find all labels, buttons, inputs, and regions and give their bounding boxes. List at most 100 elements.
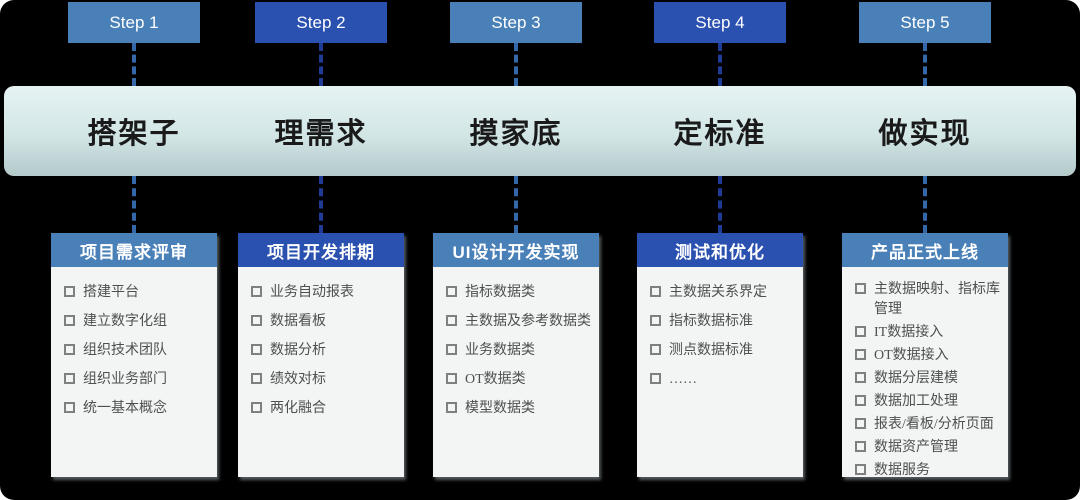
connector-line xyxy=(132,176,136,233)
card-item: 数据资产管理 xyxy=(855,438,1002,458)
phase-bar xyxy=(4,86,1076,176)
step-badge-2: Step 2 xyxy=(255,2,387,43)
square-bullet-icon xyxy=(251,344,262,355)
phase-text: 摸家底 xyxy=(469,118,563,150)
square-bullet-icon xyxy=(251,286,262,297)
square-bullet-icon xyxy=(650,344,661,355)
card-item: 建立数字化组 xyxy=(64,312,211,331)
square-bullet-icon xyxy=(855,441,866,452)
card-item-list: 指标数据类 主数据及参考数据类 业务数据类 OT数据类 模型数据类 xyxy=(433,267,599,418)
task-card-3: UI设计开发实现 指标数据类 主数据及参考数据类 业务数据类 OT数据类 模型数… xyxy=(433,233,599,477)
card-item: 绩效对标 xyxy=(251,370,398,389)
card-item: 主数据映射、指标库管理 xyxy=(855,280,1002,320)
card-item: OT数据接入 xyxy=(855,346,1002,366)
card-title: 项目需求评审 xyxy=(51,233,217,267)
card-item: 数据分析 xyxy=(251,341,398,360)
card-item-list: 业务自动报表 数据看板 数据分析 绩效对标 两化融合 xyxy=(238,267,404,418)
square-bullet-icon xyxy=(64,373,75,384)
card-item: 业务自动报表 xyxy=(251,283,398,302)
step-badge-4: Step 4 xyxy=(654,2,786,43)
square-bullet-icon xyxy=(446,315,457,326)
square-bullet-icon xyxy=(64,344,75,355)
task-card-1: 项目需求评审 搭建平台 建立数字化组 组织技术团队 组织业务部门 统一基本概念 xyxy=(51,233,217,477)
square-bullet-icon xyxy=(855,395,866,406)
card-title: 测试和优化 xyxy=(637,233,803,267)
connector-line xyxy=(514,176,518,233)
square-bullet-icon xyxy=(446,402,457,413)
square-bullet-icon xyxy=(855,326,866,337)
connector-line xyxy=(514,43,518,86)
step-label: Step 2 xyxy=(296,12,346,32)
step-column-4: Step 4 定标准 测试和优化 主数据关系界定 指标数据标准 测点数据标准 …… xyxy=(637,0,803,500)
phase-text: 做实现 xyxy=(878,118,972,150)
square-bullet-icon xyxy=(446,373,457,384)
card-item: 两化融合 xyxy=(251,399,398,418)
square-bullet-icon xyxy=(855,372,866,383)
card-item: 主数据及参考数据类 xyxy=(446,312,593,331)
square-bullet-icon xyxy=(446,344,457,355)
phase-label: 摸家底 xyxy=(433,86,599,176)
square-bullet-icon xyxy=(64,315,75,326)
card-item: 数据加工处理 xyxy=(855,392,1002,412)
square-bullet-icon xyxy=(650,315,661,326)
phase-label: 搭架子 xyxy=(51,86,217,176)
step-column-2: Step 2 理需求 项目开发排期 业务自动报表 数据看板 数据分析 绩效对标 … xyxy=(238,0,404,500)
connector-line xyxy=(718,43,722,86)
card-item: 数据看板 xyxy=(251,312,398,331)
square-bullet-icon xyxy=(855,349,866,360)
connector-line xyxy=(132,43,136,86)
step-column-1: Step 1 搭架子 项目需求评审 搭建平台 建立数字化组 组织技术团队 组织业… xyxy=(51,0,217,500)
card-item-list: 搭建平台 建立数字化组 组织技术团队 组织业务部门 统一基本概念 xyxy=(51,267,217,418)
card-item: 数据分层建模 xyxy=(855,369,1002,389)
square-bullet-icon xyxy=(251,315,262,326)
card-item: 数据服务 xyxy=(855,461,1002,481)
card-item-list: 主数据关系界定 指标数据标准 测点数据标准 …… xyxy=(637,267,803,389)
square-bullet-icon xyxy=(855,283,866,294)
task-card-4: 测试和优化 主数据关系界定 指标数据标准 测点数据标准 …… xyxy=(637,233,803,477)
card-item: 主数据关系界定 xyxy=(650,283,797,302)
card-item: 模型数据类 xyxy=(446,399,593,418)
square-bullet-icon xyxy=(64,286,75,297)
step-badge-5: Step 5 xyxy=(859,2,991,43)
task-card-2: 项目开发排期 业务自动报表 数据看板 数据分析 绩效对标 两化融合 xyxy=(238,233,404,477)
square-bullet-icon xyxy=(855,418,866,429)
step-label: Step 5 xyxy=(900,12,950,32)
square-bullet-icon xyxy=(251,402,262,413)
card-item: OT数据类 xyxy=(446,370,593,389)
phase-label: 定标准 xyxy=(637,86,803,176)
square-bullet-icon xyxy=(855,464,866,475)
task-card-5: 产品正式上线 主数据映射、指标库管理 IT数据接入 OT数据接入 数据分层建模 … xyxy=(842,233,1008,478)
connector-line xyxy=(319,43,323,86)
card-item-list: 主数据映射、指标库管理 IT数据接入 OT数据接入 数据分层建模 数据加工处理 … xyxy=(842,267,1008,481)
card-item: 业务数据类 xyxy=(446,341,593,360)
phase-text: 理需求 xyxy=(274,118,368,150)
connector-line xyxy=(319,176,323,233)
step-badge-1: Step 1 xyxy=(68,2,200,43)
card-title: 产品正式上线 xyxy=(842,233,1008,267)
card-item: 报表/看板/分析页面 xyxy=(855,415,1002,435)
connector-line xyxy=(923,176,927,233)
connector-line xyxy=(923,43,927,86)
square-bullet-icon xyxy=(650,373,661,384)
card-item: 组织业务部门 xyxy=(64,370,211,389)
card-item: 指标数据标准 xyxy=(650,312,797,331)
phase-text: 搭架子 xyxy=(87,118,181,150)
card-item: 统一基本概念 xyxy=(64,399,211,418)
card-title: UI设计开发实现 xyxy=(433,233,599,267)
card-item: 搭建平台 xyxy=(64,283,211,302)
step-label: Step 1 xyxy=(109,12,159,32)
step-column-3: Step 3 摸家底 UI设计开发实现 指标数据类 主数据及参考数据类 业务数据… xyxy=(433,0,599,500)
card-item: 指标数据类 xyxy=(446,283,593,302)
step-label: Step 4 xyxy=(695,12,745,32)
step-label: Step 3 xyxy=(491,12,541,32)
square-bullet-icon xyxy=(650,286,661,297)
square-bullet-icon xyxy=(64,402,75,413)
phase-text: 定标准 xyxy=(673,118,767,150)
square-bullet-icon xyxy=(446,286,457,297)
phase-label: 理需求 xyxy=(238,86,404,176)
card-item: 测点数据标准 xyxy=(650,341,797,360)
connector-line xyxy=(718,176,722,233)
card-title: 项目开发排期 xyxy=(238,233,404,267)
phase-label: 做实现 xyxy=(842,86,1008,176)
